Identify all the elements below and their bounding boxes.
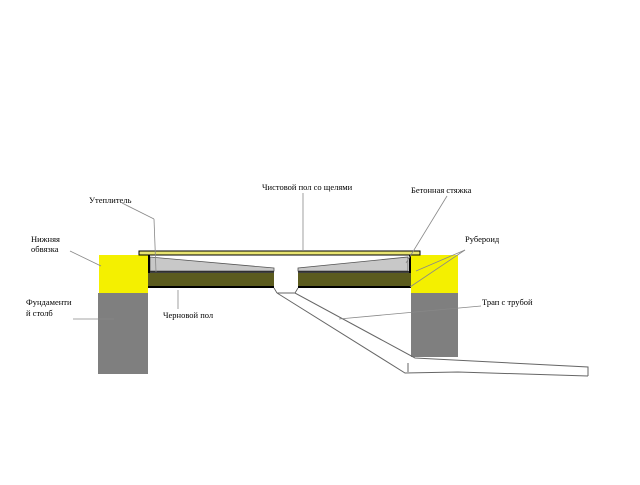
drain-pipe-upper xyxy=(277,292,589,376)
foundation-pillar-right xyxy=(411,293,458,357)
leader-roofing-felt-2 xyxy=(409,249,466,288)
label-insulation: Утеплитель xyxy=(89,195,132,205)
foundation-pillar-left xyxy=(98,293,148,374)
bottom-frame-left xyxy=(99,255,148,293)
subfloor-board-right xyxy=(298,273,411,286)
label-drain: Трап с трубой xyxy=(482,297,533,307)
label-bottom-frame-2: обвязка xyxy=(31,244,59,254)
drain-funnel-left xyxy=(273,287,278,294)
leader-roofing-felt-1 xyxy=(415,249,466,272)
drain-pipe-lower xyxy=(276,292,589,377)
label-finish-floor: Чистовой пол со щелями xyxy=(262,182,353,192)
label-roofing-felt: Рубероид xyxy=(465,234,500,244)
bottom-frame-right xyxy=(411,255,458,293)
label-concrete-screed: Бетонная стяжка xyxy=(411,185,472,195)
label-subfloor: Черновой пол xyxy=(163,310,214,320)
concrete-screed-left xyxy=(149,256,275,272)
label-foundation-1: Фундаменти xyxy=(26,297,72,307)
label-foundation-2: й столб xyxy=(26,308,53,318)
label-bottom-frame-1: Нижняя xyxy=(31,234,60,244)
leader-insulation xyxy=(121,202,155,220)
leader-drain xyxy=(338,305,482,320)
leader-insulation-2 xyxy=(153,218,157,273)
finish-floor-board xyxy=(138,250,421,256)
subfloor-board-left xyxy=(148,273,274,286)
leader-bottom-frame xyxy=(69,250,102,267)
drain-funnel-right xyxy=(294,287,299,294)
concrete-screed-right xyxy=(297,256,409,272)
leader-concrete-screed xyxy=(405,195,448,264)
